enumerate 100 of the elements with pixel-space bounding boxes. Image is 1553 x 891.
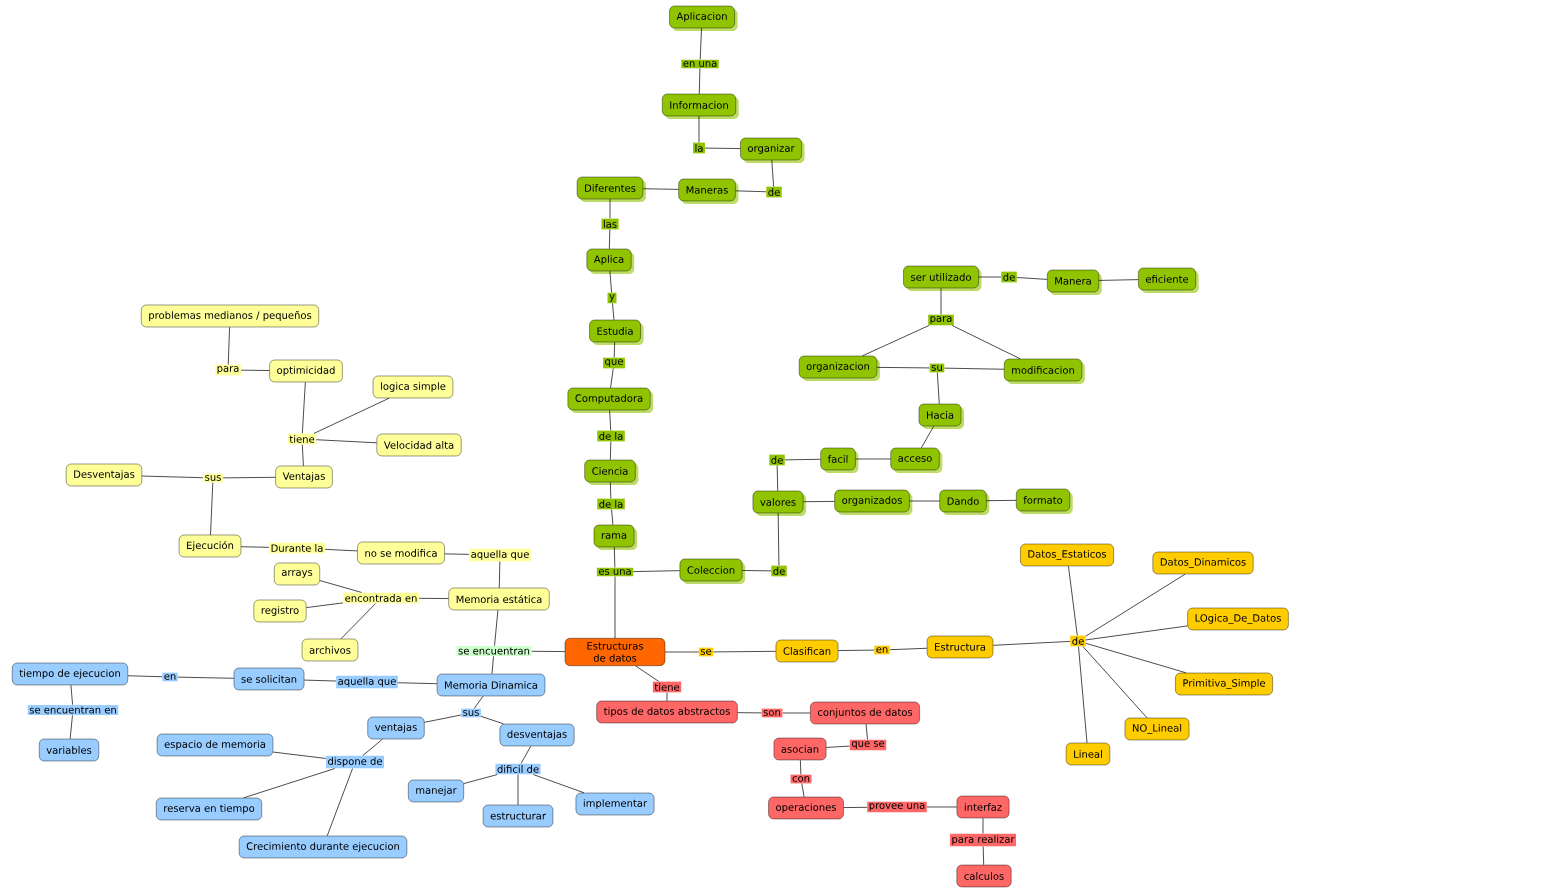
connector-line [609,198,611,219]
linking-phrase: de [771,565,787,577]
connector-line [825,745,850,748]
linking-phrase: que [603,357,625,369]
concept-box: Estudia [589,319,644,345]
connector-line [986,499,1017,502]
connector-line [800,759,802,775]
connector-line [612,303,615,321]
connector-line [397,682,438,685]
concept-box: se solicitan [233,667,305,691]
connector-line [424,714,462,723]
connector-line [889,647,928,651]
connector-line [340,603,376,640]
connector-line [227,326,230,365]
connector-line [865,723,868,740]
concept-box: tiempo de ejecucion [12,662,128,686]
connector-line [1068,565,1078,636]
linking-phrase: de la [597,498,625,510]
connector-line [362,738,383,756]
connector-line [302,381,306,434]
connector-line [713,650,777,653]
connector-line [610,441,612,461]
linking-phrase: se [698,647,714,657]
connector-line [1085,625,1188,641]
connector-line [776,465,779,492]
connector-line [944,367,1005,370]
connector-line [642,188,679,190]
concept-box: ventajas [367,716,425,740]
connector-line [319,580,362,593]
concept-box: Primitiva_Simple [1175,672,1273,696]
connector-line [610,368,614,389]
concept-box: acceso [890,447,943,473]
linking-phrase: dificil de [495,763,541,775]
concept-box: rama [593,524,638,550]
connector-line [782,712,811,714]
connector-line [222,476,276,479]
concept-box: archivos [301,638,359,662]
connector-line [1016,277,1048,280]
connector-line [982,817,984,834]
connector-line [742,570,772,572]
linking-phrase: provee una [867,801,927,813]
linking-phrase: de [766,186,782,198]
connector-line [951,325,1021,360]
linking-phrase: se encuentran en [27,704,119,716]
linking-phrase: con [790,774,812,784]
connector-line [1098,279,1139,281]
connector-line [737,712,762,714]
concept-box: Desventajas [66,463,143,487]
connector-line [480,716,504,725]
concept-box: Diferentes [576,176,646,202]
linking-phrase: sus [461,708,481,718]
concept-box: estructurar [482,804,554,828]
concept-box: operaciones [768,796,844,820]
connector-line [463,774,498,784]
concept-box: Informacion [662,93,739,119]
connector-line [978,276,1002,278]
connector-line [801,783,805,798]
concept-box: LOgica_De_Datos [1187,607,1289,631]
concept-box: NO_Lineal [1124,717,1190,741]
concept-box: interfaz [956,795,1010,819]
connector-line [876,367,930,369]
connector-line [633,570,681,572]
connector-line [771,159,774,187]
connector-line [614,576,616,639]
connector-line [498,561,501,589]
concept-box: registro [253,599,307,623]
connector-line [517,774,519,806]
linking-phrase: de [1001,271,1017,283]
connector-line [664,651,699,653]
concept-box: asocian [773,737,827,761]
linking-phrase: es una [596,567,634,577]
concept-box: Manera [1047,269,1102,295]
connector-line [313,397,390,434]
linking-phrase: de la [597,430,625,442]
concept-box: organizacion [798,355,880,381]
concept-box: Clasifican [775,639,839,663]
connector-line [533,774,585,794]
concept-box: Ventajas [275,465,333,489]
connector-line [802,501,835,503]
linking-phrase: son [761,708,783,718]
linking-phrase: sus [203,473,223,483]
concept-box: Dando [939,489,990,515]
connector-line [909,500,940,502]
connector-line [240,369,270,371]
connector-line [70,684,73,706]
linking-phrase: tiene [652,681,682,693]
connector-line [177,676,235,679]
connector-line [520,745,532,764]
linking-phrase: en [874,645,890,655]
linking-phrase: encontrada en [343,592,419,604]
connector-line [699,27,702,60]
connector-line [992,641,1071,646]
linking-phrase: en una [681,59,719,69]
linking-phrase: se encuentran [456,645,532,657]
linking-phrase: aquella que [336,675,398,689]
connector-line [936,372,940,405]
connector-line [444,553,470,555]
linking-phrase: de [769,454,785,466]
linking-phrase: las [601,218,619,230]
connector-line [301,444,304,467]
